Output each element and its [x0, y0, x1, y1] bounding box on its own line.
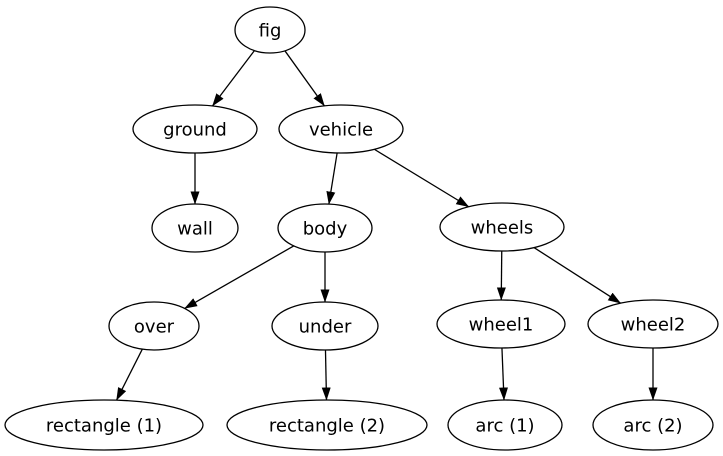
node-ellipse-ground — [132, 104, 258, 154]
node-ellipse-wheel1 — [436, 299, 566, 349]
node-label-wall: wall — [177, 219, 213, 240]
node-label-vehicle: vehicle — [309, 120, 373, 141]
node-label-wheel1: wheel1 — [469, 315, 534, 336]
node-wall: wall — [151, 203, 239, 253]
node-under: under — [271, 301, 379, 351]
node-arc1: arc (1) — [447, 399, 563, 451]
node-over: over — [108, 301, 200, 351]
edge-under-rectangle2 — [321, 349, 331, 401]
edge-vehicle-body — [326, 152, 338, 205]
edge-vehicle-wheels — [373, 148, 470, 208]
node-rectangle1: rectangle (1) — [4, 399, 204, 451]
node-label-arc1: arc (1) — [475, 416, 534, 437]
edge-body-over — [184, 245, 295, 309]
node-wheel2: wheel2 — [587, 299, 719, 349]
node-ellipse-under — [271, 301, 379, 351]
node-rectangle2: rectangle (2) — [226, 399, 428, 451]
node-ellipse-arc1 — [447, 399, 563, 451]
node-wheel1: wheel1 — [436, 299, 566, 349]
node-ellipse-rectangle2 — [226, 399, 428, 451]
node-ellipse-vehicle — [278, 104, 404, 154]
node-ellipse-body — [277, 203, 373, 253]
node-ellipse-arc2 — [592, 399, 714, 451]
node-wheels: wheels — [439, 202, 565, 252]
edge-wheel1-arc1 — [499, 347, 509, 401]
node-label-rectangle2: rectangle (2) — [269, 416, 385, 437]
edge-wheels-wheel1 — [496, 250, 506, 301]
node-label-over: over — [134, 317, 175, 338]
node-label-body: body — [303, 219, 348, 240]
node-fig: fig — [234, 6, 306, 54]
node-ellipse-rectangle1 — [4, 399, 204, 451]
node-label-rectangle1: rectangle (1) — [46, 416, 162, 437]
node-ellipse-wall — [151, 203, 239, 253]
edge-wheels-wheel2 — [533, 247, 622, 304]
node-ellipse-wheel2 — [587, 299, 719, 349]
edge-fig-ground — [211, 50, 255, 107]
node-ground: ground — [132, 104, 258, 154]
node-label-fig: fig — [259, 21, 282, 42]
node-vehicle: vehicle — [278, 104, 404, 154]
node-ellipse-over — [108, 301, 200, 351]
node-arc2: arc (2) — [592, 399, 714, 451]
node-label-ground: ground — [163, 120, 227, 141]
edge-over-rectangle1 — [115, 348, 143, 401]
edge-fig-vehicle — [284, 50, 325, 107]
node-ellipse-wheels — [439, 202, 565, 252]
node-label-wheel2: wheel2 — [621, 315, 686, 336]
node-body: body — [277, 203, 373, 253]
node-label-under: under — [299, 317, 352, 338]
node-label-wheels: wheels — [471, 218, 534, 239]
node-label-arc2: arc (2) — [623, 416, 682, 437]
node-ellipse-fig — [234, 6, 306, 54]
